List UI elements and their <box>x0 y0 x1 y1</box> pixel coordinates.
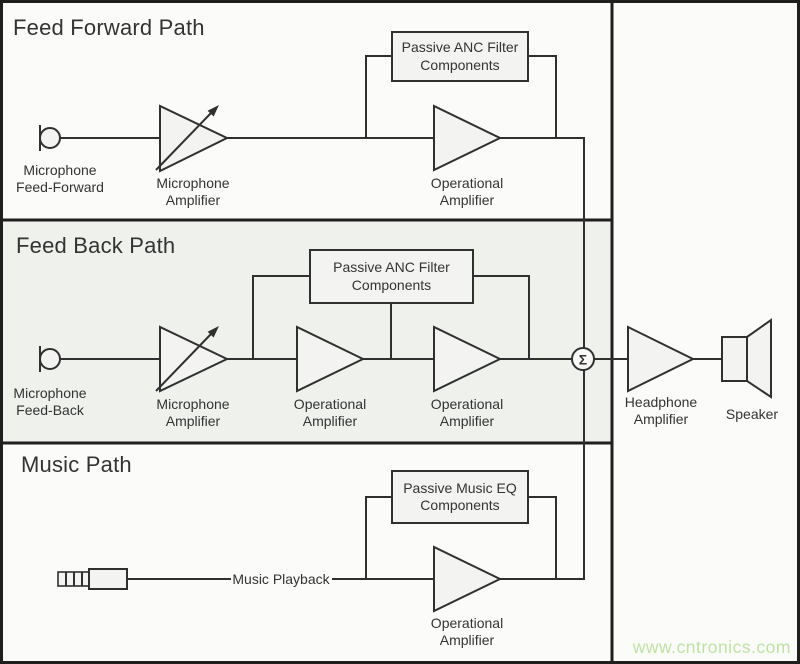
ff-microphone-icon <box>39 127 61 149</box>
fb-passive-anc-filter-box: Passive ANC Filter Components <box>309 249 474 304</box>
ff-microphone-label: Microphone Feed-Forward <box>16 162 104 195</box>
summing-junction-symbol: Σ <box>579 352 587 368</box>
fb-mic-amplifier-icon <box>159 325 230 393</box>
feed-back-path-title: Feed Back Path <box>16 233 176 258</box>
ff-op-amp-icon <box>433 104 503 172</box>
ff-gain-arrow-icon <box>155 112 212 171</box>
fb-mic-amplifier-label: Microphone Amplifier <box>156 396 230 429</box>
ff-mic-amplifier-label: Microphone Amplifier <box>156 175 230 208</box>
music-passive-eq-box: Passive Music EQ Components <box>391 470 529 524</box>
feed-forward-path-graphics <box>39 55 585 348</box>
fb-op-amp2-icon <box>433 325 503 393</box>
speaker-label: Speaker <box>725 406 779 422</box>
speaker-icon <box>721 318 772 399</box>
feed-forward-path-title: Feed Forward Path <box>13 15 205 40</box>
fb-microphone-label: Microphone Feed-Back <box>13 385 87 418</box>
summing-junction-icon <box>571 347 595 371</box>
fb-op-amp2-label: Operational Amplifier <box>430 396 504 429</box>
music-path-title: Music Path <box>21 452 132 477</box>
music-op-amp-icon <box>433 545 503 613</box>
music-wires <box>127 370 585 580</box>
fb-gain-arrowhead-icon <box>207 326 219 338</box>
music-playback-label: Music Playback <box>232 571 330 587</box>
ff-wires <box>60 55 585 348</box>
audio-jack-icon <box>57 568 128 590</box>
music-op-amp-label: Operational Amplifier <box>430 615 504 648</box>
output-stage-graphics: Σ <box>571 318 772 399</box>
ff-gain-arrowhead-icon <box>207 105 219 117</box>
fb-gain-arrow-icon <box>155 333 212 392</box>
ff-mic-amplifier-icon <box>159 104 230 173</box>
fb-op-amp1-icon <box>296 325 366 393</box>
feed-back-path-graphics <box>39 275 722 393</box>
music-path-graphics <box>57 370 585 613</box>
fb-wires <box>60 275 722 360</box>
ff-op-amp-label: Operational Amplifier <box>430 175 504 208</box>
watermark: www.cntronics.com <box>632 637 791 657</box>
fb-op-amp1-label: Operational Amplifier <box>293 396 367 429</box>
ff-passive-anc-filter-box: Passive ANC Filter Components <box>391 31 529 82</box>
headphone-amplifier-icon <box>627 325 696 393</box>
headphone-amplifier-label: Headphone Amplifier <box>624 394 698 427</box>
fb-microphone-icon <box>39 348 61 370</box>
